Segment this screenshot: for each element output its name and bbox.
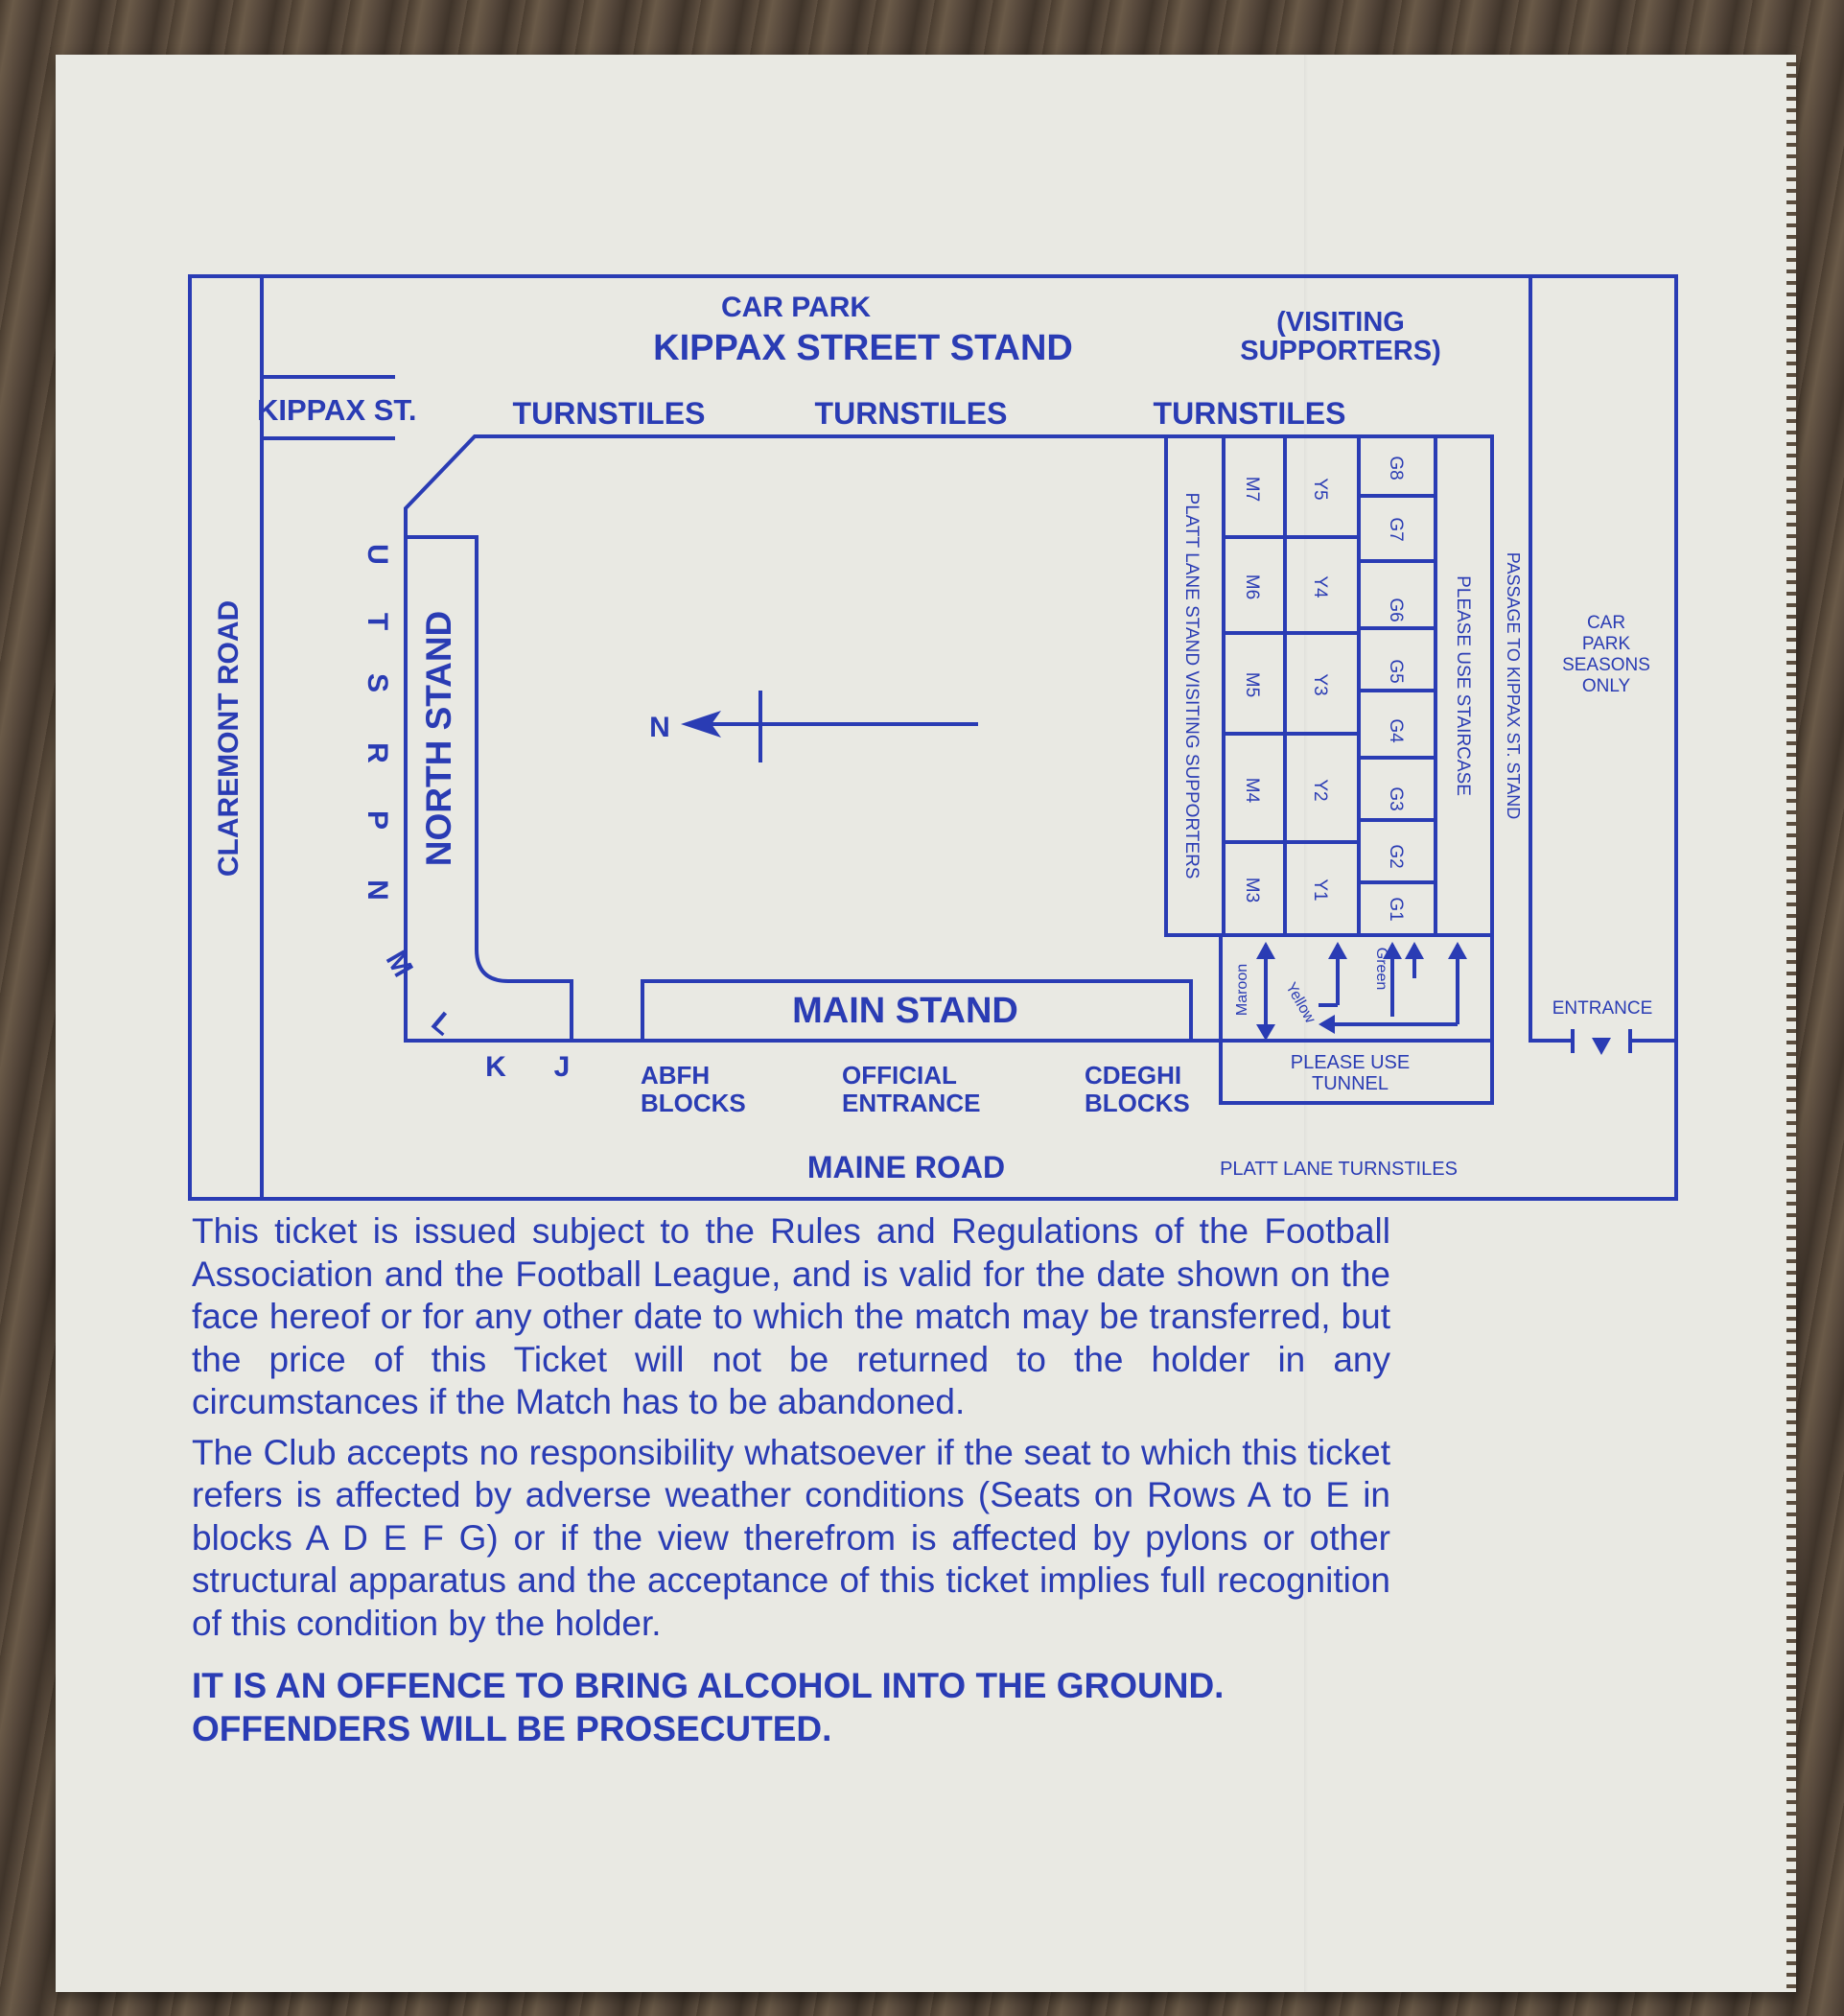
maroon-label: Maroon <box>1234 964 1250 1016</box>
block-g2: G2 <box>1386 844 1406 868</box>
block-letter-j: J <box>554 1051 571 1083</box>
cdeghi-blocks-line1: CDEGHI <box>1085 1061 1181 1090</box>
block-letter-r: R <box>362 742 393 763</box>
yellow-label: Yellow <box>1282 980 1319 1026</box>
conditions-paragraph-1: This ticket is issued subject to the Rul… <box>192 1211 1390 1421</box>
official-entrance-line2: ENTRANCE <box>842 1089 980 1117</box>
alcohol-warning-line1: IT IS AN OFFENCE TO BRING ALCOHOL INTO T… <box>192 1666 1225 1705</box>
block-y3: Y3 <box>1310 673 1330 695</box>
block-g4: G4 <box>1386 718 1406 743</box>
passage-to-kippax-label: PASSAGE TO KIPPAX ST. STAND <box>1504 552 1523 819</box>
maine-road-label: MAINE ROAD <box>807 1150 1005 1184</box>
cdeghi-blocks-line2: BLOCKS <box>1085 1089 1190 1117</box>
block-m3: M3 <box>1242 878 1262 903</box>
y-blocks: Y5 Y4 Y3 Y2 Y1 <box>1310 478 1330 901</box>
please-use-tunnel-line1: PLEASE USE <box>1291 1052 1411 1073</box>
official-entrance-line1: OFFICIAL <box>842 1061 957 1090</box>
platt-lane-stand-label: PLATT LANE STAND VISITING SUPPORTERS <box>1181 493 1202 879</box>
map-frame <box>188 274 1678 1201</box>
block-letter-m: M <box>380 946 419 982</box>
visiting-supporters-line2: SUPPORTERS) <box>1240 336 1440 366</box>
g-blocks: G8 G7 G6 G5 G4 G3 G2 G1 <box>1386 456 1406 921</box>
block-y4: Y4 <box>1310 575 1330 598</box>
entrance-arrow-icon <box>1592 1038 1611 1055</box>
block-letter-s: S <box>362 673 393 692</box>
alcohol-warning-line2: OFFENDERS WILL BE PROSECUTED. <box>192 1709 832 1748</box>
block-g3: G3 <box>1386 786 1406 810</box>
ticket-conditions: This ticket is issued subject to the Rul… <box>192 1210 1390 1750</box>
compass-arrow-icon <box>681 711 721 738</box>
main-stand-label: MAIN STAND <box>792 991 1018 1031</box>
block-letter-p: P <box>362 810 393 830</box>
north-stand-block-letters: U T S R P N M L K J <box>362 544 570 1083</box>
block-letter-l: L <box>425 1006 458 1042</box>
turnstiles-label-1: TURNSTILES <box>513 396 706 431</box>
turnstiles-label-2: TURNSTILES <box>815 396 1008 431</box>
platt-lane-turnstiles-label: PLATT LANE TURNSTILES <box>1220 1159 1458 1180</box>
block-y5: Y5 <box>1310 478 1330 500</box>
car-park-label: CAR PARK <box>721 292 871 323</box>
block-letter-t: T <box>362 613 393 630</box>
kippax-st-label: KIPPAX ST. <box>257 393 417 427</box>
entrance-label: ENTRANCE <box>1552 998 1653 1019</box>
car-park-seasons-line4: ONLY <box>1582 676 1631 696</box>
block-g5: G5 <box>1386 659 1406 683</box>
block-letter-k: K <box>485 1051 506 1083</box>
car-park-seasons-line3: SEASONS <box>1562 655 1650 675</box>
block-letter-u: U <box>362 544 393 565</box>
green-label: Green <box>1373 948 1389 990</box>
please-use-staircase-label: PLEASE USE STAIRCASE <box>1453 575 1473 796</box>
block-letter-n: N <box>362 879 393 901</box>
block-g1: G1 <box>1386 897 1406 921</box>
block-g7: G7 <box>1386 517 1406 541</box>
turnstiles-label-3: TURNSTILES <box>1154 396 1346 431</box>
block-m7: M7 <box>1242 477 1262 502</box>
north-stand-label: NORTH STAND <box>419 611 458 867</box>
claremont-road-label: CLAREMONT ROAD <box>213 600 245 877</box>
car-park-seasons-line1: CAR <box>1587 613 1625 633</box>
visiting-supporters-line1: (VISITING <box>1276 307 1405 338</box>
abfh-blocks-line1: ABFH <box>641 1061 710 1090</box>
block-y2: Y2 <box>1310 779 1330 801</box>
block-m6: M6 <box>1242 574 1262 599</box>
block-m4: M4 <box>1242 778 1262 804</box>
car-park-seasons-line2: PARK <box>1582 634 1631 654</box>
perforated-edge <box>1786 55 1796 1992</box>
block-m5: M5 <box>1242 672 1262 697</box>
compass-north-label: N <box>649 712 670 743</box>
block-g8: G8 <box>1386 456 1406 480</box>
alcohol-warning: IT IS AN OFFENCE TO BRING ALCOHOL INTO T… <box>192 1664 1390 1750</box>
m-blocks: M7 M6 M5 M4 M3 <box>1242 477 1262 903</box>
block-g6: G6 <box>1386 598 1406 621</box>
kippax-street-stand-label: KIPPAX STREET STAND <box>653 328 1073 368</box>
abfh-blocks-line2: BLOCKS <box>641 1089 746 1117</box>
please-use-tunnel-line2: TUNNEL <box>1312 1073 1389 1094</box>
block-y1: Y1 <box>1310 879 1330 901</box>
conditions-paragraph-2: The Club accepts no responsibility whats… <box>192 1432 1390 1643</box>
